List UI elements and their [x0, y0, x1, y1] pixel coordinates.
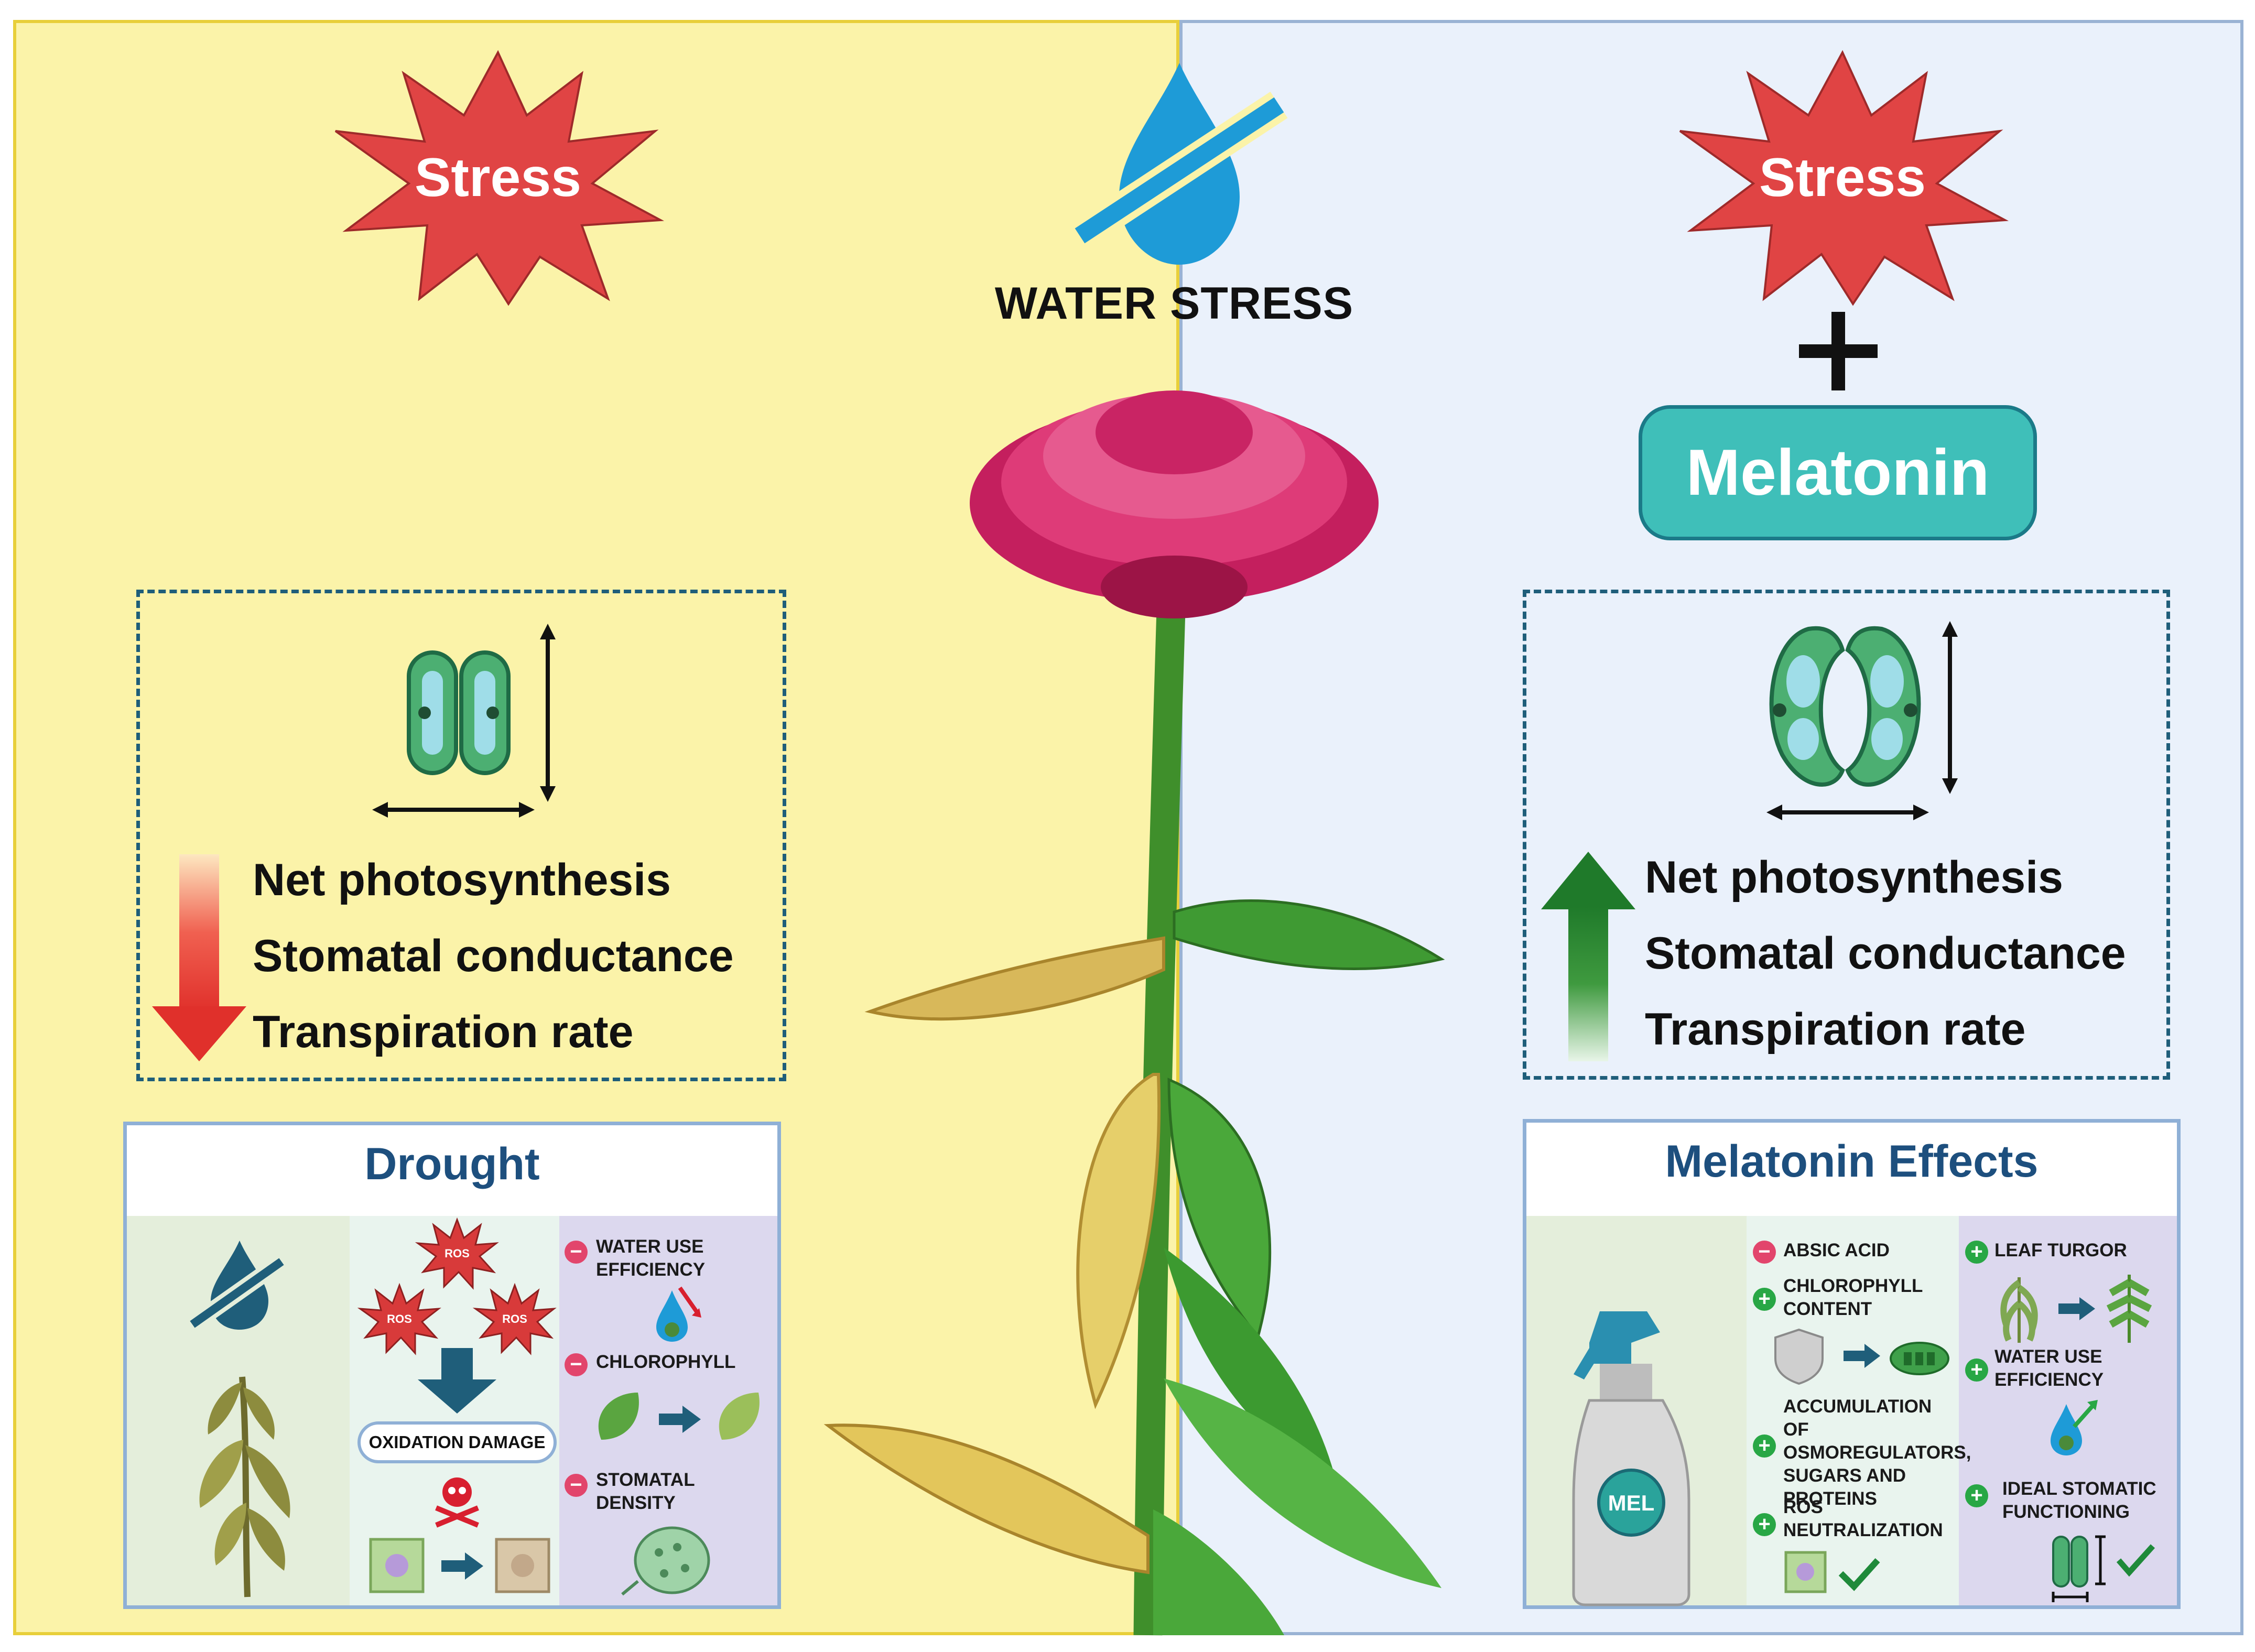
leaf-stomata-icon	[621, 1526, 710, 1596]
skull-crossbones-icon	[435, 1477, 479, 1528]
metric-stomatal-conductance-right: Stomatal conductance	[1645, 928, 2126, 979]
healthy-cell-check-icon	[1784, 1551, 1880, 1593]
plus-badge-icon: +	[1965, 1484, 1988, 1507]
effect-ideal-stomatic-functioning: IDEAL STOMATIC FUNCTIONING	[2002, 1479, 2156, 1522]
ros-star-icon: ROS	[415, 1217, 499, 1290]
water-drop-down-icon	[656, 1286, 701, 1342]
chloroplast-shield-icon	[1774, 1328, 1949, 1385]
metric-transpiration-rate-right: Transpiration rate	[1645, 1004, 2026, 1055]
no-water-icon	[187, 1241, 287, 1332]
plus-icon	[1799, 312, 1878, 390]
no-water-drop-icon	[1071, 63, 1288, 265]
effect-ros-neutralization: ROS NEUTRALIZATION	[1783, 1497, 1943, 1540]
effect-water-use-efficiency: WATER USE EFFICIENCY	[596, 1236, 706, 1280]
ros-label: ROS	[502, 1312, 527, 1325]
effect-osmoregulators: ACCUMULATION OF OSMOREGULATORS, SUGARS A…	[1783, 1396, 1971, 1509]
stress-star-icon	[334, 50, 665, 306]
down-arrow-icon	[418, 1348, 496, 1414]
closed-stomata-icon	[372, 624, 556, 818]
effect-chlorophyll: CHLOROPHYLL	[596, 1352, 736, 1372]
metric-net-photosynthesis-left: Net photosynthesis	[253, 855, 671, 905]
drought-card: Drought ROS ROS ROS	[123, 1122, 781, 1609]
stress-label-left: Stress	[415, 147, 581, 208]
zinnia-flower-illustration	[823, 390, 1445, 1636]
wilted-plant-icon	[199, 1376, 290, 1597]
oxidation-damage-label: OXIDATION DAMAGE	[357, 1421, 557, 1463]
melatonin-effects-card: Melatonin Effects MEL − ABSIC ACID + CHL…	[1523, 1119, 2181, 1609]
water-stress-title: WATER STRESS	[994, 278, 1354, 329]
minus-badge-icon: −	[565, 1241, 588, 1264]
leaf-fading-icon	[598, 1393, 760, 1440]
ros-star-icon: ROS	[472, 1283, 557, 1355]
effect-stomatal-density: STOMATAL DENSITY	[596, 1470, 695, 1513]
metric-transpiration-rate-left: Transpiration rate	[253, 1007, 634, 1057]
drought-metrics-box	[136, 590, 786, 1081]
increase-arrow-icon	[1541, 852, 1635, 1061]
metric-net-photosynthesis-right: Net photosynthesis	[1645, 852, 2063, 903]
ros-label: ROS	[387, 1312, 412, 1325]
ros-label: ROS	[445, 1247, 470, 1260]
mel-bottle-label: MEL	[1608, 1491, 1655, 1515]
stress-label-right: Stress	[1759, 147, 1926, 208]
metric-stomatal-conductance-left: Stomatal conductance	[253, 931, 734, 981]
stress-star-icon-right	[1679, 50, 2009, 306]
plus-badge-icon: +	[1965, 1241, 1988, 1264]
melatonin-metrics-box	[1523, 590, 2170, 1080]
effects-col1-section	[1747, 1216, 1959, 1605]
effect-leaf-turgor: LEAF TURGOR	[1994, 1240, 2127, 1260]
plant-recovery-icon	[2000, 1275, 2152, 1343]
plus-badge-icon: +	[1753, 1288, 1776, 1311]
drought-card-title: Drought	[364, 1139, 540, 1189]
minus-badge-icon: −	[1753, 1241, 1776, 1264]
cell-damage-icon	[369, 1538, 550, 1593]
stomata-check-icon	[2052, 1535, 2155, 1602]
ros-star-icon: ROS	[357, 1283, 441, 1355]
water-drop-up-icon	[2051, 1400, 2098, 1455]
plus-badge-icon: +	[1965, 1358, 1988, 1382]
plus-badge-icon: +	[1753, 1434, 1776, 1458]
minus-badge-icon: −	[565, 1353, 588, 1376]
spray-bottle-icon: MEL	[1572, 1311, 1690, 1606]
melatonin-effects-title: Melatonin Effects	[1665, 1136, 2039, 1187]
minus-badge-icon: −	[565, 1474, 588, 1497]
effect-chlorophyll-content: CHLOROPHYLL CONTENT	[1783, 1276, 1923, 1319]
effect-absic-acid: ABSIC ACID	[1783, 1240, 1890, 1260]
effect-water-use-efficiency-mel: WATER USE EFFICIENCY	[1994, 1346, 2104, 1390]
open-stomata-icon	[1766, 621, 1958, 820]
decrease-arrow-icon	[152, 854, 246, 1061]
plus-badge-icon: +	[1753, 1513, 1776, 1536]
melatonin-pill: Melatonin	[1639, 405, 2037, 540]
